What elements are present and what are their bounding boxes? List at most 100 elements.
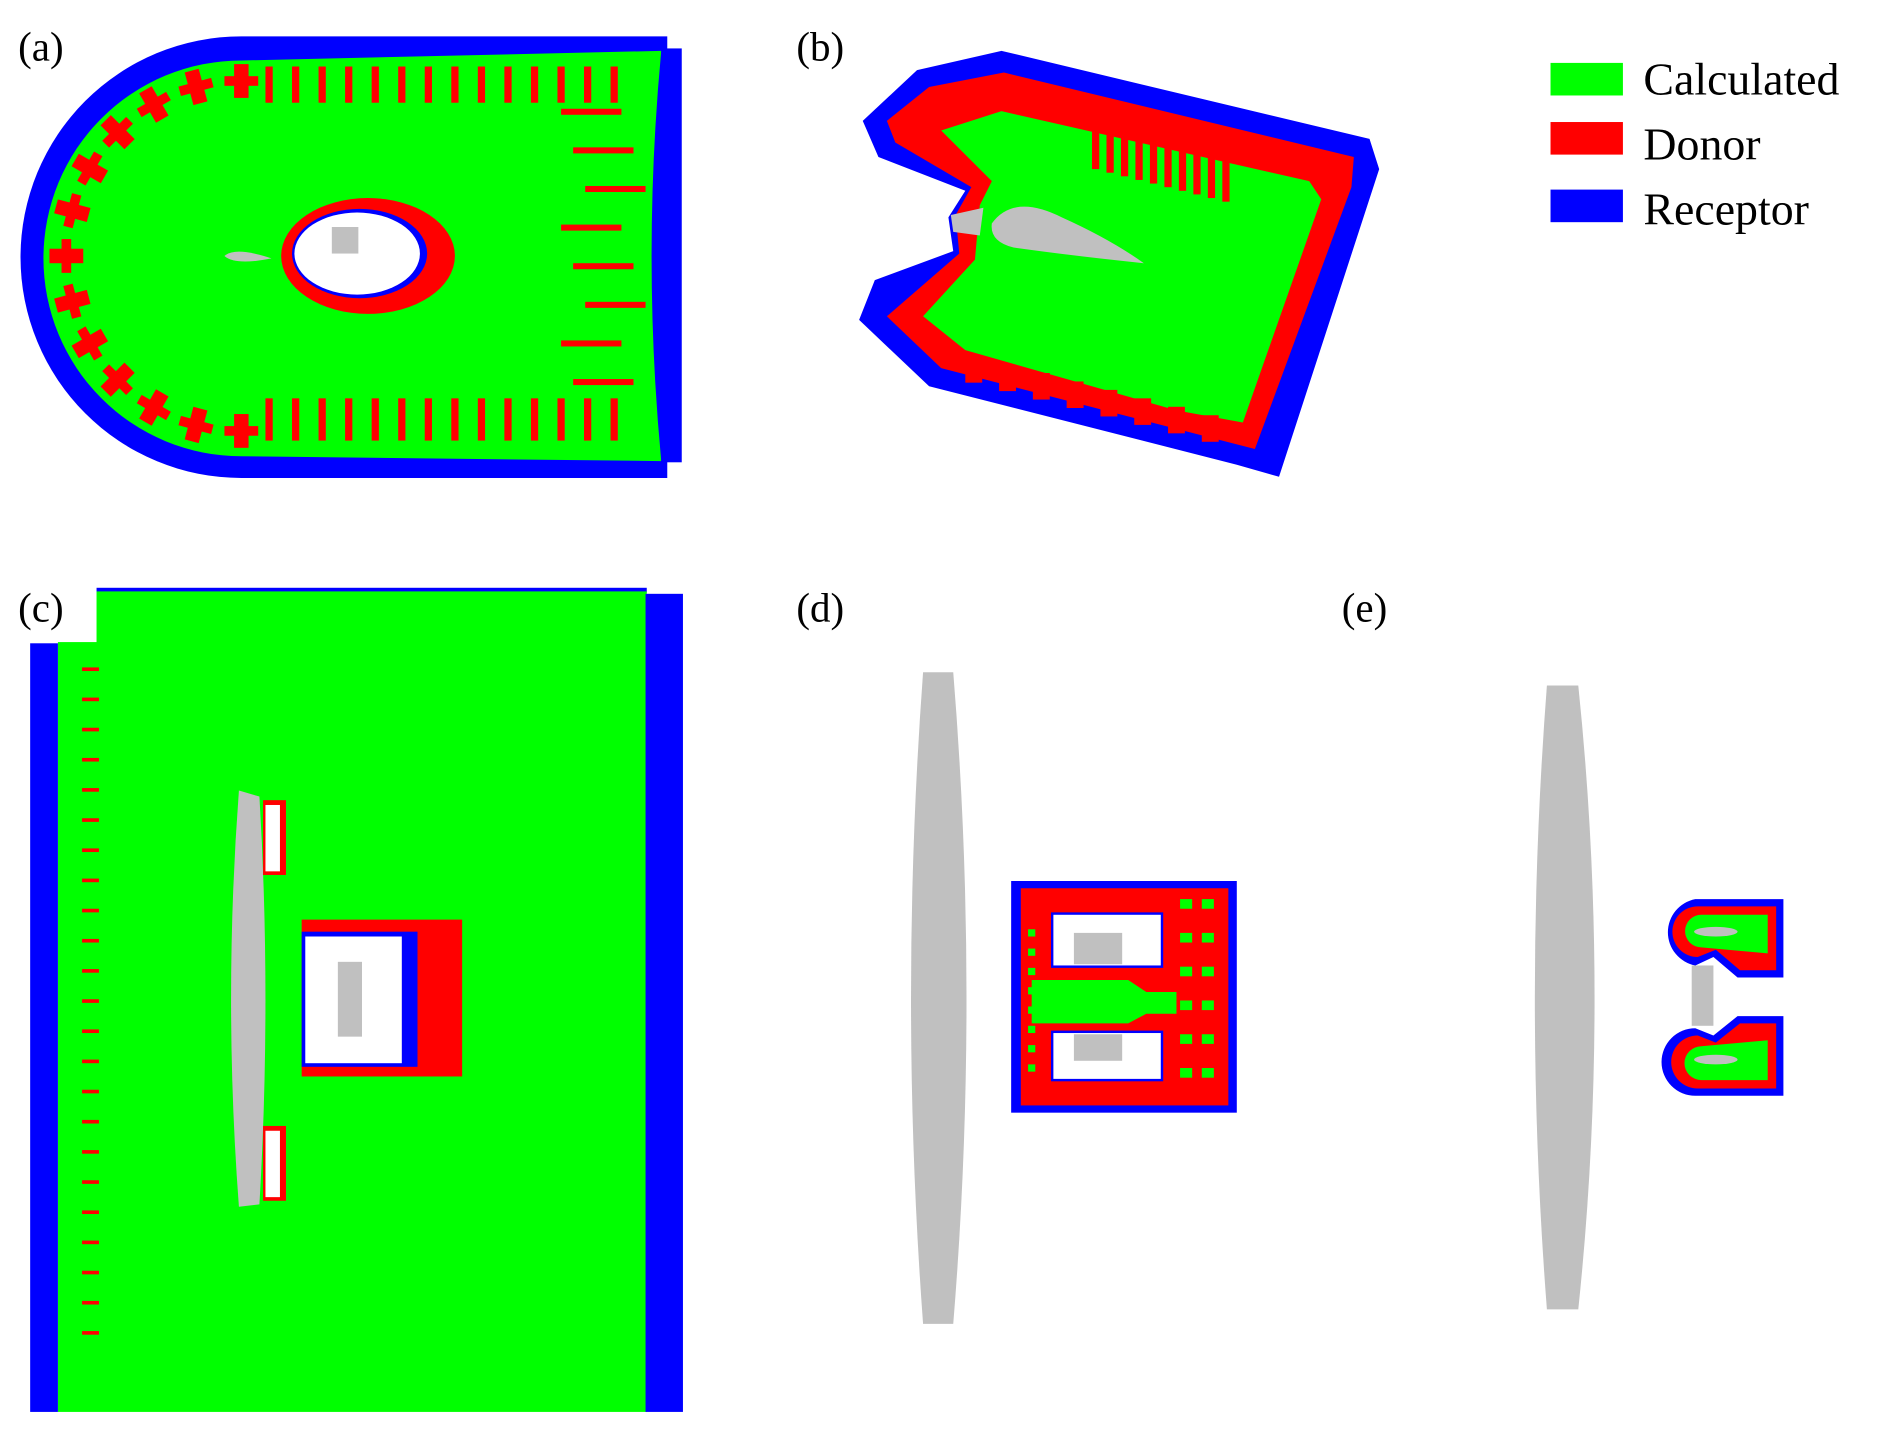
donor-ray	[557, 398, 565, 441]
donor-block	[1164, 132, 1172, 188]
donor-ray	[561, 224, 622, 231]
donor-block	[999, 364, 1016, 392]
panel-c-receptor-right	[645, 593, 683, 1412]
donor-ray	[561, 108, 622, 115]
panel-e-pylon	[1691, 965, 1714, 1026]
panel-d-calculated-blocks	[1028, 899, 1214, 1078]
donor-tick	[82, 667, 99, 672]
donor-ray	[345, 66, 353, 103]
panel-c: (c)	[0, 567, 683, 1412]
donor-tick	[82, 1150, 99, 1154]
calculated-block	[1201, 899, 1214, 909]
panel-b-donor-blocks	[965, 114, 1230, 442]
calculated-block	[1180, 1034, 1193, 1044]
panel-d: (d)	[796, 585, 1237, 1324]
panel-e-lower-body	[1694, 1054, 1738, 1065]
donor-tick	[82, 818, 99, 822]
donor-block	[1032, 373, 1050, 400]
calculated-block	[1201, 966, 1214, 977]
calculated-block	[1180, 1068, 1193, 1078]
donor-tick	[82, 1089, 99, 1094]
donor-ray	[318, 66, 326, 103]
donor-tick	[82, 1180, 99, 1184]
legend-swatch-donor	[1550, 122, 1623, 155]
calculated-block	[1180, 899, 1193, 909]
legend-label-receptor: Receptor	[1643, 184, 1808, 235]
panel-c-donor-ticks	[82, 667, 99, 1335]
donor-tick	[82, 1029, 99, 1034]
donor-ray	[424, 398, 432, 441]
calculated-block	[1201, 1000, 1214, 1011]
donor-ray	[224, 76, 259, 86]
panel-d-upper-body	[1073, 932, 1123, 965]
calculated-block	[1201, 932, 1214, 943]
panel-c-label: (c)	[18, 585, 64, 631]
panel-e: (e)	[1342, 585, 1784, 1310]
panel-a-donor-rays	[49, 64, 646, 448]
donor-ray	[530, 66, 539, 103]
donor-ray	[530, 398, 539, 441]
donor-tick	[82, 1240, 99, 1245]
donor-tick	[82, 1059, 99, 1064]
panel-c-pylon-upper	[265, 804, 280, 872]
panel-a-airfoil	[224, 251, 272, 262]
panel-a: (a)	[18, 23, 682, 478]
donor-ray	[61, 239, 72, 273]
legend-label-calculated: Calculated	[1643, 53, 1839, 104]
panel-c-label-bg	[0, 567, 97, 643]
panel-c-receptor-left	[30, 643, 58, 1412]
donor-ray	[265, 66, 273, 103]
donor-ray	[504, 398, 512, 441]
donor-ray	[477, 66, 486, 103]
calculated-block	[1028, 1064, 1036, 1072]
donor-block	[1106, 118, 1114, 173]
panel-d-center-calculated	[1031, 979, 1177, 1024]
donor-ray	[77, 151, 103, 186]
donor-tick	[82, 697, 99, 702]
donor-ray	[136, 394, 171, 421]
panel-b-body	[950, 207, 984, 236]
donor-ray	[585, 185, 646, 193]
donor-ray	[265, 398, 273, 441]
donor-ray	[504, 66, 512, 103]
donor-block	[1168, 406, 1185, 434]
donor-ray	[573, 263, 634, 270]
donor-tick	[82, 757, 99, 762]
donor-block	[1178, 136, 1187, 191]
donor-ray	[102, 364, 133, 396]
panel-a-receptor-right	[661, 48, 682, 463]
donor-block	[1100, 389, 1118, 417]
panel-c-receptor-top	[96, 587, 647, 593]
donor-block	[1149, 129, 1158, 184]
donor-block	[1222, 147, 1230, 202]
donor-ray	[224, 426, 259, 436]
donor-block	[1134, 398, 1152, 425]
panel-c-pylon-lower	[265, 1130, 280, 1198]
donor-tick	[82, 999, 99, 1003]
donor-ray	[398, 66, 406, 103]
calculated-block	[1201, 1068, 1214, 1078]
panel-c-store-body	[337, 961, 362, 1037]
donor-ray	[561, 340, 622, 347]
donor-ray	[63, 193, 82, 229]
calculated-block	[1180, 932, 1193, 943]
donor-ray	[63, 283, 82, 319]
calculated-block	[1028, 1025, 1036, 1034]
panel-d-wing	[911, 672, 967, 1324]
donor-tick	[82, 788, 99, 792]
donor-tick	[82, 938, 99, 943]
donor-ray	[584, 398, 592, 441]
donor-ray	[610, 398, 618, 441]
donor-ray	[318, 398, 326, 441]
donor-ray	[345, 398, 353, 441]
donor-ray	[477, 398, 486, 441]
donor-tick	[82, 848, 99, 853]
calculated-block	[1028, 929, 1036, 937]
donor-tick	[82, 1270, 99, 1275]
donor-ray	[573, 379, 634, 386]
panel-d-lower-body	[1073, 1034, 1123, 1061]
donor-ray	[102, 116, 133, 148]
panel-b-label: (b)	[796, 23, 844, 69]
panel-a-body	[331, 227, 359, 254]
